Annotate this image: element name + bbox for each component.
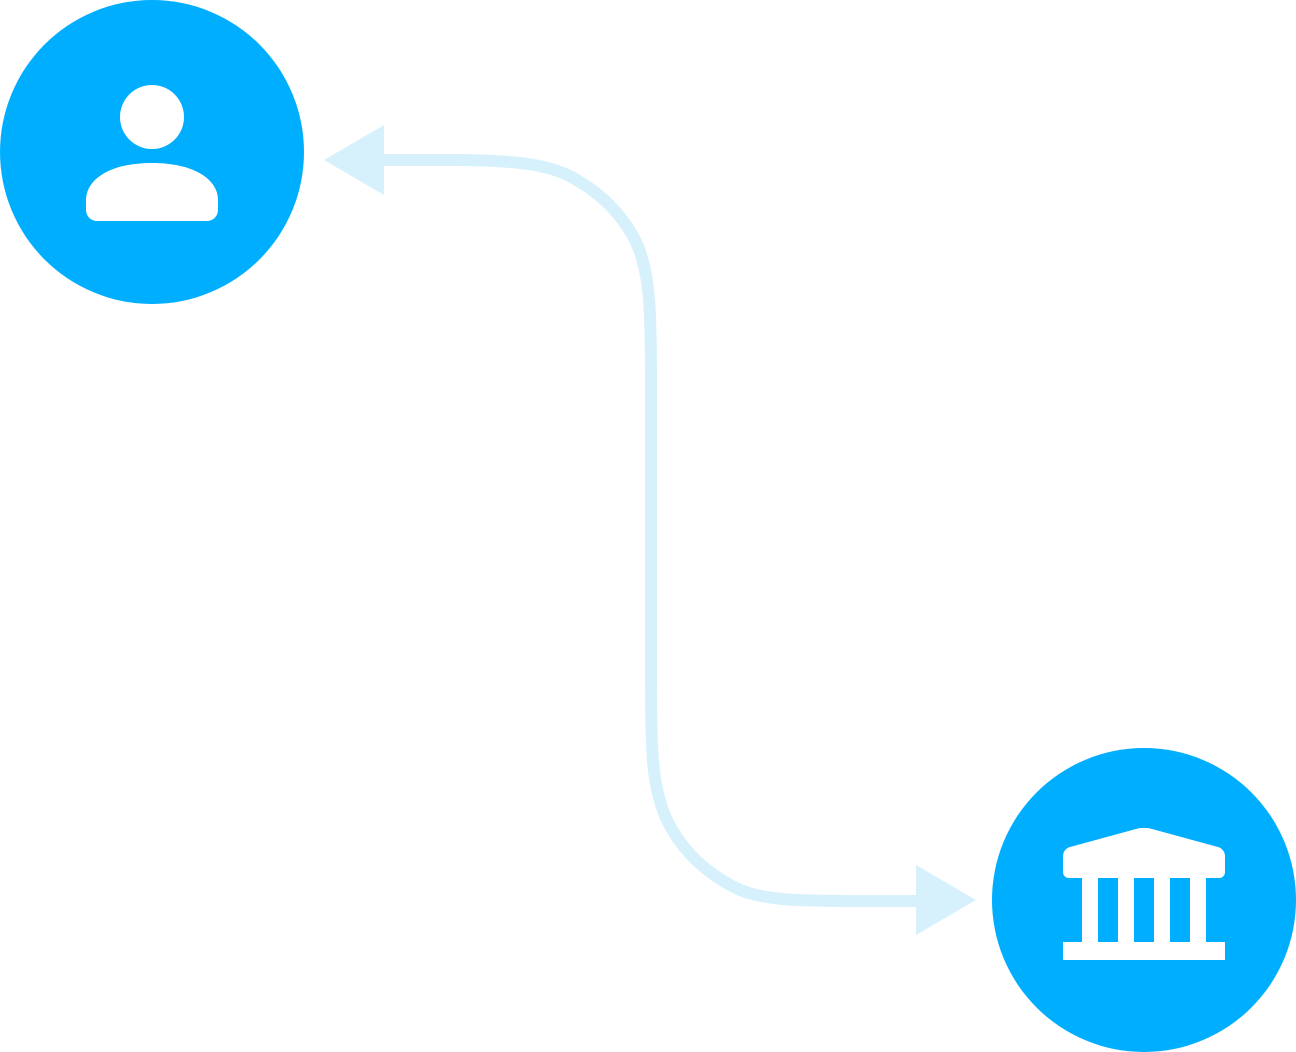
- arrowhead-left-icon: [324, 125, 384, 195]
- user-node-circle: [0, 0, 304, 304]
- connector-line: [380, 154, 922, 907]
- bank-icon: [1063, 827, 1225, 960]
- bidirectional-connector: [324, 125, 976, 935]
- bank-node-circle: [992, 748, 1296, 1052]
- user-node: [0, 0, 304, 304]
- person-icon: [86, 85, 218, 221]
- bank-node: [992, 748, 1296, 1052]
- arrowhead-right-icon: [916, 865, 976, 935]
